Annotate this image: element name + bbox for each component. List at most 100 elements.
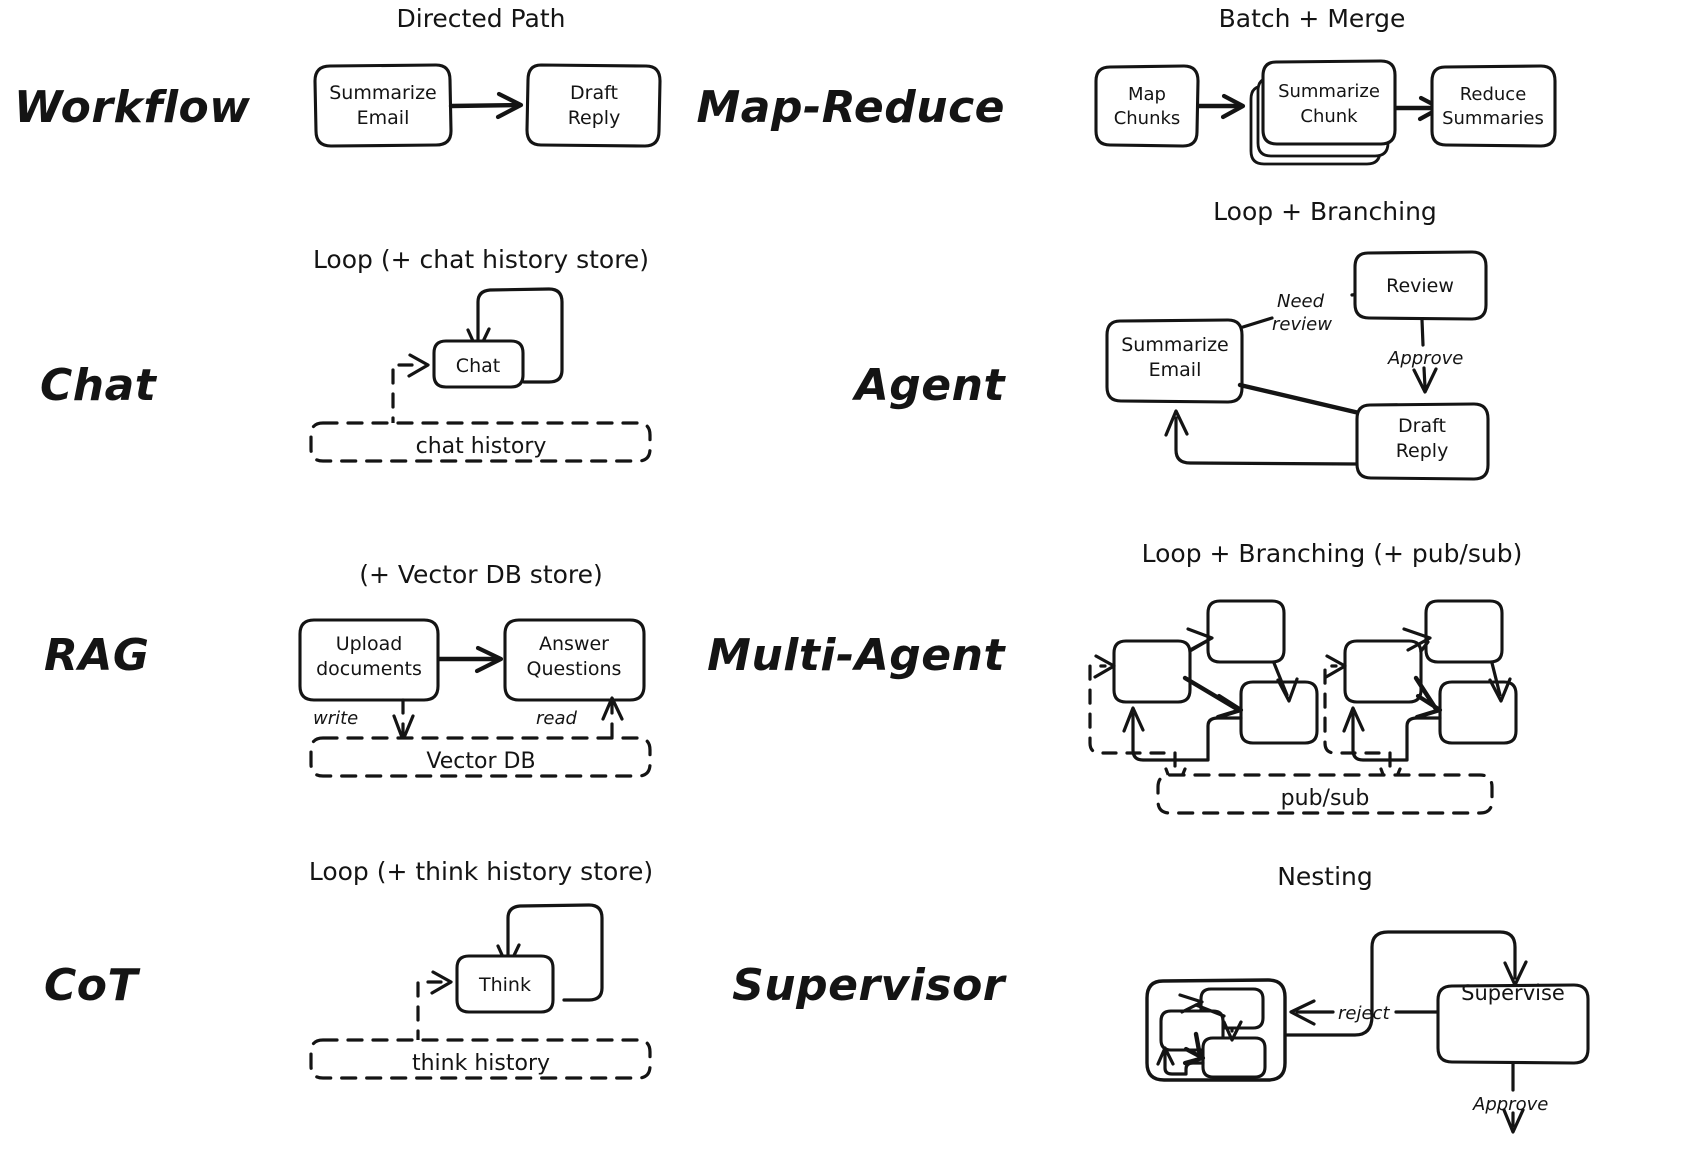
edge-approve-2 [1422, 366, 1427, 389]
arrowhead [1276, 677, 1299, 703]
node-label: documents [316, 658, 422, 680]
arrowhead [1414, 693, 1443, 720]
node-summarize-chunk-stack[interactable]: Summarize Chunk [1249, 59, 1397, 166]
arrowhead [1488, 677, 1512, 703]
arrowhead [1289, 999, 1316, 1026]
panel-cot: Loop (+ think history store) Think think… [309, 857, 653, 1080]
node-label: Map [1128, 84, 1166, 105]
row-label-workflow: Workflow [14, 82, 251, 133]
cluster-node-top [1206, 599, 1286, 664]
panel-multiagent: Loop + Branching (+ pub/sub) [1088, 539, 1523, 815]
node-label: Review [1386, 275, 1454, 297]
node-draft-reply[interactable]: Draft Reply [525, 63, 662, 148]
arrowhead [1215, 693, 1244, 720]
group-node-right [1201, 1036, 1267, 1079]
node-upload-documents[interactable]: Upload documents [298, 618, 440, 702]
edge-arrow [448, 102, 522, 109]
node-label: Summarize [1121, 334, 1229, 356]
cluster-edge [1419, 640, 1430, 653]
node-think[interactable]: Think [455, 954, 555, 1014]
edge-label-need: Need [1277, 291, 1325, 312]
panel-supervisor: Nesting [1145, 862, 1590, 1134]
cluster-node-right [1438, 680, 1518, 745]
panel-title-rag: (+ Vector DB store) [359, 560, 603, 589]
row-label-supervisor: Supervisor [732, 960, 1005, 1011]
arrowhead [1186, 627, 1214, 652]
panel-title-multiagent: Loop + Branching (+ pub/sub) [1142, 539, 1523, 568]
node-label: Reduce [1460, 84, 1527, 105]
node-label: Email [1149, 359, 1202, 381]
node-label: Draft [570, 82, 618, 104]
panel-workflow: Directed Path Summarize Email Draft Repl… [313, 4, 662, 148]
node-label: Supervise [1461, 981, 1565, 1005]
store-chat-history[interactable]: chat history [309, 421, 652, 463]
store-label: pub/sub [1281, 786, 1370, 811]
node-label: Think [478, 974, 531, 996]
edge-label-reject: reject [1338, 1003, 1390, 1024]
edge-need-review [1241, 316, 1274, 329]
row-label-chat: Chat [40, 360, 157, 411]
node-label: Reply [1396, 440, 1449, 462]
node-summarize-email[interactable]: Summarize Email [313, 63, 453, 148]
node-label: Answer [539, 633, 609, 655]
node-label: Summarize [1278, 81, 1380, 102]
cluster-node-right [1239, 680, 1319, 745]
self-loop-edge [476, 287, 564, 384]
node-label: Summarize [329, 82, 437, 104]
node-label: Draft [1398, 415, 1446, 437]
agent-cluster-1[interactable] [1088, 599, 1319, 795]
node-summarize-email-agent[interactable]: Summarize Email [1105, 318, 1244, 404]
nested-agent-group[interactable] [1145, 978, 1287, 1082]
row-label-cot: CoT [44, 960, 139, 1011]
node-draft-reply-agent[interactable]: Draft Reply [1355, 402, 1490, 481]
arrowhead [1342, 706, 1365, 733]
store-label: chat history [416, 434, 547, 459]
arrowhead [1220, 93, 1246, 120]
edge-group-to-supervise [1285, 930, 1517, 1037]
edge-label-read: read [536, 708, 578, 729]
arrowhead [1412, 367, 1438, 394]
edge-label-write: write [313, 708, 358, 729]
row-label-agent: Agent [854, 360, 1005, 411]
store-pubsub[interactable]: pub/sub [1156, 773, 1494, 815]
store-label: Vector DB [426, 749, 535, 774]
panel-title-mapreduce: Batch + Merge [1219, 4, 1406, 33]
arrowhead [1164, 409, 1189, 437]
node-label: Email [357, 107, 410, 129]
panel-title-agent: Loop + Branching [1213, 197, 1437, 226]
node-answer-questions[interactable]: Answer Questions [503, 618, 646, 702]
node-supervise[interactable]: Supervise [1436, 981, 1590, 1065]
node-label: Chat [456, 355, 500, 377]
arrowhead [1324, 654, 1347, 679]
store-read-edge [416, 980, 445, 1070]
arrowhead [495, 91, 524, 120]
panel-mapreduce: Batch + Merge Map Chunks Summarize Chunk [1094, 4, 1557, 166]
node-reduce-summaries[interactable]: Reduce Summaries [1430, 64, 1557, 148]
cluster-node-left [1343, 639, 1423, 704]
node-review[interactable]: Review [1353, 250, 1488, 321]
node-chat[interactable]: Chat [432, 339, 525, 389]
arrowhead [407, 353, 430, 378]
node-map-chunks[interactable]: Map Chunks [1094, 64, 1200, 148]
arrowhead [1093, 654, 1116, 679]
row-label-mapreduce: Map-Reduce [696, 82, 1005, 133]
node-label: Chunk [1300, 106, 1358, 127]
edge-label-approve2: Approve [1472, 1094, 1548, 1115]
cluster-store-edge [1323, 664, 1392, 792]
cluster-store-edge [1088, 664, 1177, 792]
node-label: Questions [527, 658, 622, 680]
store-vector-db[interactable]: Vector DB [309, 736, 652, 778]
panel-title-workflow: Directed Path [397, 4, 566, 33]
arrowhead [1182, 1046, 1206, 1066]
row-label-multiagent: Multi-Agent [707, 630, 1005, 681]
node-label: Upload [336, 633, 403, 655]
cluster-edge [1490, 661, 1502, 697]
arrowhead [601, 696, 624, 721]
arrowhead [1502, 1108, 1525, 1134]
panel-title-chat: Loop (+ chat history store) [313, 245, 649, 274]
edge-label-review: review [1272, 314, 1332, 335]
panel-title-supervisor: Nesting [1277, 862, 1373, 891]
agent-cluster-2[interactable] [1323, 599, 1518, 795]
edge-loop-back [1174, 416, 1359, 466]
store-think-history[interactable]: think history [309, 1038, 652, 1080]
